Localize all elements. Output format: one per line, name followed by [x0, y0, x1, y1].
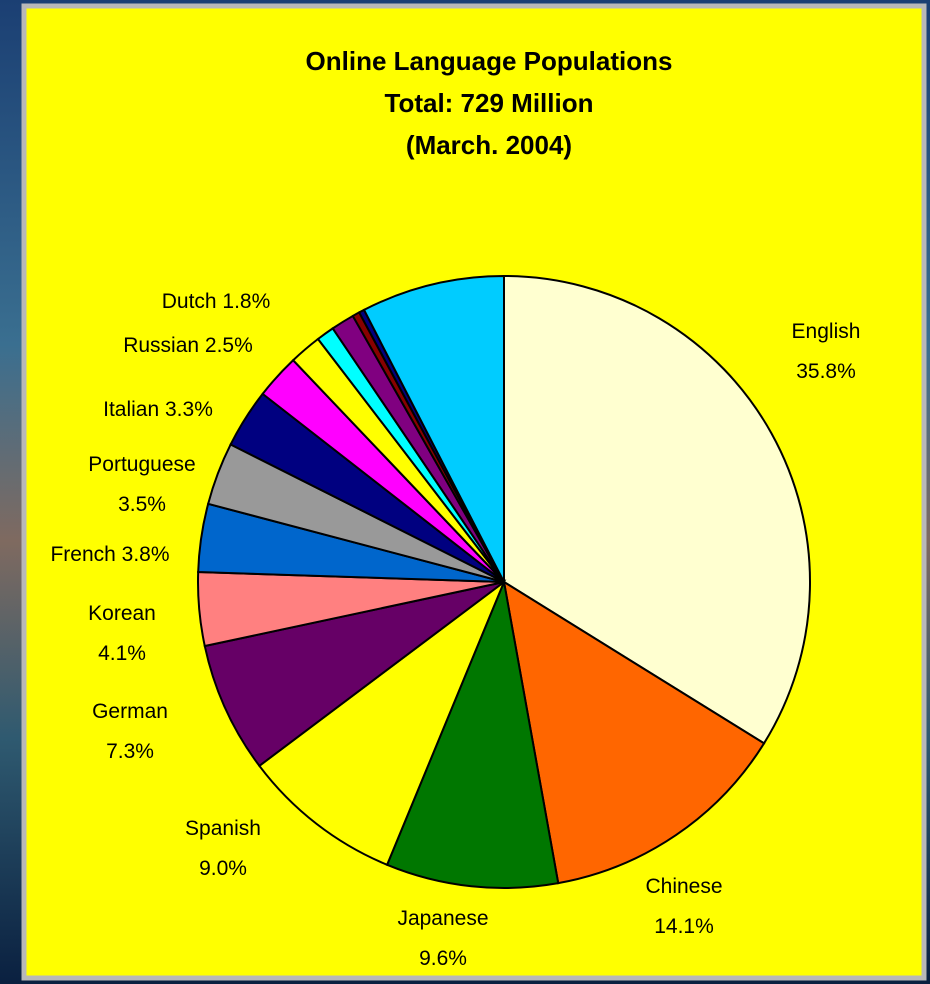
pie-slice-english [503, 274, 811, 745]
slice-label-italian: Italian 3.3% [103, 398, 213, 421]
slice-labels: English 35.8% Chinese 14.1% Japanese 9.6% Span… [50, 290, 860, 970]
pie-slice-spanish [257, 579, 507, 867]
slice-label-chinese-value: 14.1% [654, 915, 714, 938]
pie-slice-japanese [385, 578, 560, 889]
slice-label-spanish-value: 9.0% [199, 857, 247, 880]
slice-label-english-value: 35.8% [796, 360, 856, 383]
pie-slice-chinese [502, 579, 766, 885]
slice-label-german: German [92, 700, 168, 723]
chart-title-line-1: Online Language Populations [306, 46, 673, 76]
chart-title-line-2: Total: 729 Million [385, 88, 594, 118]
slice-label-dutch: Dutch 1.8% [162, 290, 271, 313]
slice-label-spanish: Spanish [185, 817, 261, 840]
pie-slices [197, 274, 811, 889]
slice-label-french: French 3.8% [50, 543, 169, 566]
chart-title-line-3: (March. 2004) [406, 130, 572, 160]
slice-label-portuguese-value: 3.5% [118, 493, 166, 516]
slice-label-japanese: Japanese [397, 907, 488, 930]
slice-label-korean: Korean [88, 602, 156, 625]
slice-label-german-value: 7.3% [106, 740, 154, 763]
slice-label-russian: Russian 2.5% [123, 334, 253, 357]
pie-slice-german [203, 581, 505, 768]
pie-chart: Online Language Populations Total: 729 M… [21, 3, 927, 981]
slice-label-portuguese: Portuguese [88, 453, 195, 476]
slice-label-english: English [792, 320, 861, 343]
slice-label-korean-value: 4.1% [98, 642, 146, 665]
chart-panel: Online Language Populations Total: 729 M… [18, 0, 930, 984]
slice-label-japanese-value: 9.6% [419, 947, 467, 970]
slice-label-chinese: Chinese [645, 875, 722, 898]
pie-slice-other-15 [362, 274, 505, 583]
